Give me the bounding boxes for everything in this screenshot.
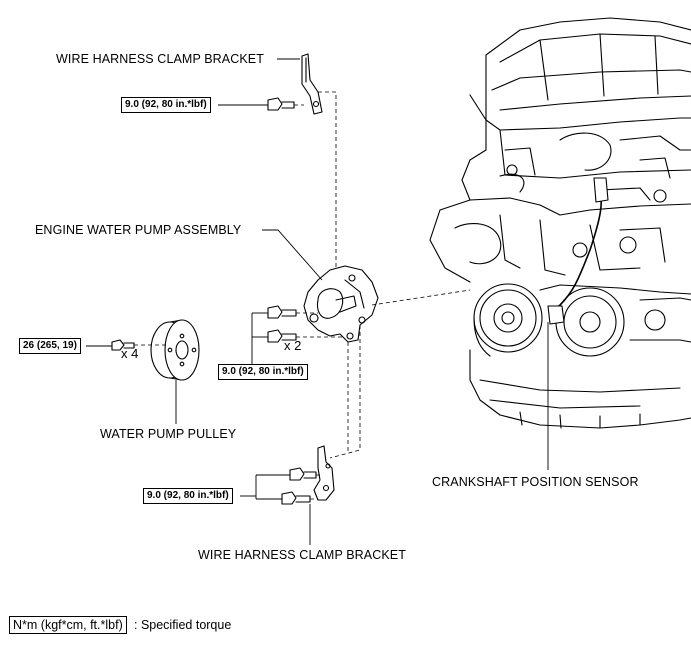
leader-lines (86, 58, 549, 545)
label-wire-harness-clamp-bracket-top: WIRE HARNESS CLAMP BRACKET (56, 52, 264, 66)
pulley-bolt (111, 339, 135, 351)
label-wire-harness-clamp-bracket-bottom: WIRE HARNESS CLAMP BRACKET (198, 548, 406, 562)
torque-spec-pump: 9.0 (92, 80 in.*lbf) (218, 364, 308, 380)
bottom-clamp-bracket (313, 445, 335, 501)
quantity-pulley-bolts: x 4 (121, 346, 139, 361)
engine-block (429, 17, 691, 429)
water-pump (303, 265, 379, 343)
bottom-bolts (281, 467, 317, 505)
top-bolt (267, 97, 295, 111)
legend-description: : Specified torque (134, 618, 232, 632)
alignment-lines (134, 91, 471, 500)
torque-spec-top: 9.0 (92, 80 in.*lbf) (121, 97, 211, 113)
pump-bolts (267, 305, 297, 343)
label-crankshaft-position-sensor: CRANKSHAFT POSITION SENSOR (432, 475, 639, 489)
torque-spec-pulley: 26 (265, 19) (19, 338, 81, 354)
legend-unit-box: N*m (kgf*cm, ft.*lbf) (9, 616, 127, 634)
torque-spec-bottom: 9.0 (92, 80 in.*lbf) (143, 488, 233, 504)
quantity-pump-bolts: x 2 (284, 338, 302, 353)
label-engine-water-pump-assembly: ENGINE WATER PUMP ASSEMBLY (35, 223, 242, 237)
water-pump-pulley (150, 319, 200, 381)
top-clamp-bracket (301, 53, 323, 115)
label-water-pump-pulley: WATER PUMP PULLEY (100, 427, 237, 441)
